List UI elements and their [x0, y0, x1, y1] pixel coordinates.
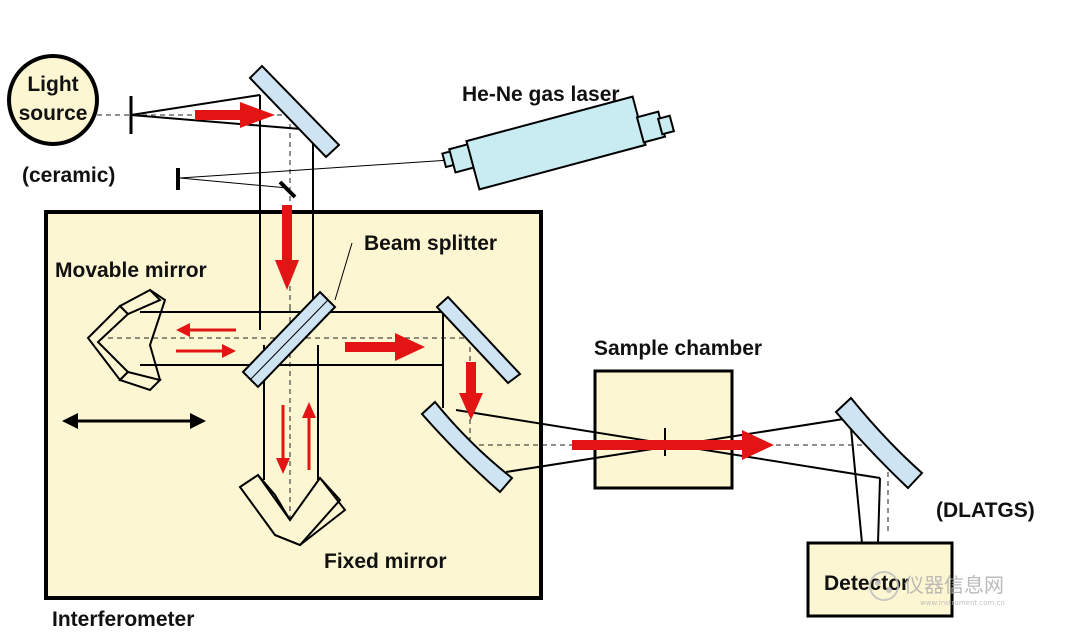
steering-mirror: [248, 64, 341, 159]
detector-box: [806, 541, 954, 618]
detector-mirror: [834, 396, 924, 490]
light-source-circle: [7, 54, 99, 146]
watermark-subtext: www.instrument.com.cn: [920, 599, 1005, 607]
right-flat-mirror: [435, 295, 522, 385]
dlatgs-label: (DLATGS): [936, 499, 1035, 522]
motion-arrow: [62, 413, 206, 429]
movable-mirror: [86, 288, 167, 392]
laser-label: He-Ne gas laser: [462, 83, 620, 106]
beam-splitter-leader: [334, 242, 353, 301]
light-source-label-line1: Light: [27, 73, 78, 96]
sample-chamber-label: Sample chamber: [594, 337, 762, 360]
watermark: 仪器信息网 www.instrument.com.cn: [869, 571, 1005, 607]
sample-chamber-box: [593, 369, 734, 490]
movable-mirror-label: Movable mirror: [55, 259, 207, 282]
beam-splitter-center-line: [249, 299, 329, 381]
he-ne-laser: [441, 95, 676, 191]
laser-pickoff-mirror: [278, 180, 297, 199]
focusing-mirror: [420, 400, 514, 494]
watermark-logo-icon: [869, 571, 899, 601]
watermark-text: 仪器信息网: [904, 573, 1004, 597]
laser-alignment-lines: [179, 159, 451, 189]
ceramic-label: (ceramic): [22, 164, 115, 187]
beam-arrows: [176, 102, 774, 474]
beam-splitter-label: Beam splitter: [364, 232, 497, 255]
fixed-mirror: [238, 473, 347, 547]
interferometer-label: Interferometer: [52, 608, 194, 631]
fixed-mirror-label: Fixed mirror: [324, 550, 447, 573]
light-source-label-line2: source: [19, 102, 88, 125]
